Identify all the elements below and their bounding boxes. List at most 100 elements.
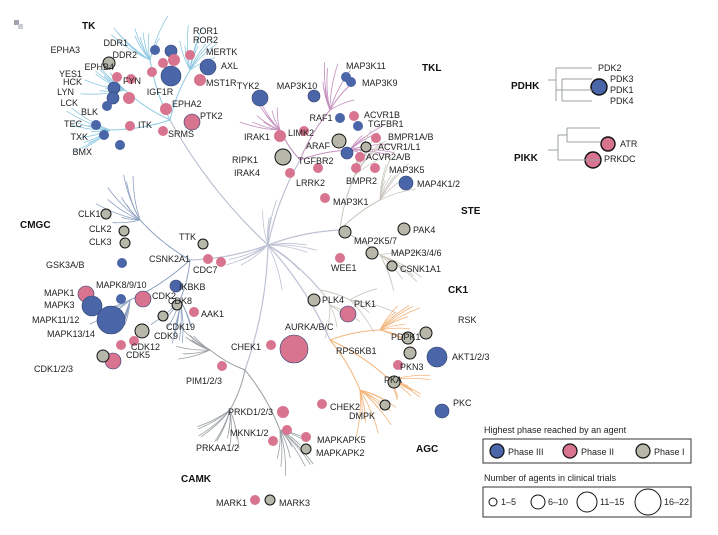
kinase-label-csnk1a1: CSNK1A1 bbox=[400, 264, 441, 274]
kinase-circle-tec bbox=[91, 120, 101, 130]
kinase-label-map3k1: MAP3K1 bbox=[333, 197, 369, 207]
kinase-circle-pdpk1 bbox=[401, 331, 415, 345]
core-twig-8 bbox=[262, 210, 269, 246]
kinase-label-map2k3-4-6: MAP2K3/4/6 bbox=[391, 248, 442, 258]
kinome-branches bbox=[66, 15, 431, 476]
phase1-swatch bbox=[635, 443, 651, 459]
twig-tk-1-7 bbox=[142, 32, 151, 61]
kinase-label-epha2: EPHA2 bbox=[172, 99, 202, 109]
kinase-circle-cdk1-2-3 bbox=[96, 349, 110, 363]
phase3-legend-label: Phase III bbox=[508, 447, 544, 457]
kinase-label-pak4: PAK4 bbox=[413, 225, 435, 235]
kinase-label-araf: ARAF bbox=[306, 141, 331, 151]
kinase-circle-txk bbox=[99, 130, 109, 140]
kinase-circle-chek2 bbox=[317, 399, 327, 409]
branch-camk-1 bbox=[244, 369, 281, 431]
trunk-tk bbox=[169, 119, 269, 246]
kinase-circle-cdc7 bbox=[216, 257, 226, 267]
twig-tk-3-10 bbox=[69, 124, 111, 131]
twig-ste-0-6 bbox=[379, 164, 387, 201]
kinase-circle-cdk19 bbox=[157, 310, 169, 322]
phase2-legend-label: Phase II bbox=[581, 447, 614, 457]
twig-tkl-0-5 bbox=[329, 84, 351, 111]
twig-camk-1-10 bbox=[279, 429, 283, 467]
twig-ck1-0-0 bbox=[349, 299, 374, 333]
kinase-label-itk: ITK bbox=[138, 120, 152, 130]
kinase-circle-ptk2 bbox=[183, 113, 201, 131]
branch-tk-1 bbox=[149, 59, 171, 121]
kinase-circle-ephb4 bbox=[147, 67, 157, 77]
kinase-label-pkc: PKC bbox=[453, 398, 472, 408]
kinase-circle-map3k1 bbox=[320, 193, 330, 203]
twig-tkl-2-4 bbox=[271, 110, 281, 131]
twig-ste-1-6 bbox=[379, 254, 393, 284]
twig-ck1-0-1 bbox=[349, 288, 378, 301]
kinase-circle-clk1 bbox=[100, 208, 112, 220]
kinase-circle-lrrk2 bbox=[313, 163, 323, 173]
kinase-label-prkdc: PRKDC bbox=[604, 154, 636, 164]
branch-tkl-0 bbox=[299, 109, 331, 161]
kinase-circle-gsk3a-b bbox=[117, 258, 127, 268]
kinase-circle-pkn3 bbox=[393, 360, 403, 370]
kinase-label-clk3: CLK3 bbox=[89, 237, 112, 247]
core-twig-4 bbox=[267, 244, 300, 269]
twig-ste-0-0 bbox=[379, 163, 409, 201]
twig-tk-0-9 bbox=[99, 68, 126, 91]
kinase-circle-ror2 bbox=[168, 54, 180, 66]
branch-ste-2 bbox=[339, 174, 356, 231]
kinase-circle-mapk13-14 bbox=[134, 323, 150, 339]
kinase-circle-aurka-b-c bbox=[279, 334, 309, 364]
kinase-label-mertk: MERTK bbox=[206, 47, 237, 57]
kinase-circle-mknk1-2 bbox=[282, 425, 292, 435]
kinase-label-akt1-2-3: AKT1/2/3 bbox=[452, 352, 490, 362]
kinase-label-lck: LCK bbox=[60, 98, 78, 108]
twig-tkl-1-1 bbox=[349, 148, 395, 154]
kinase-label-lyn: LYN bbox=[57, 87, 74, 97]
kinase-label-mapk11-12: MAPK11/12 bbox=[32, 315, 79, 325]
kinase-circle-akt1-2-3 bbox=[426, 346, 448, 368]
family-label-pikk: PIKK bbox=[514, 153, 539, 164]
twig-tk-2-0 bbox=[186, 25, 191, 71]
kinase-circle-mst1r bbox=[194, 74, 206, 86]
phase-legend-title: Highest phase reached by an agent bbox=[484, 425, 627, 435]
family-label-ck1: CK1 bbox=[448, 285, 468, 296]
branch-agc-0 bbox=[329, 329, 381, 341]
kinase-circle-fyn bbox=[126, 74, 136, 84]
twig-camk-1-0 bbox=[279, 429, 291, 459]
kinase-label-pdk1: PDK1 bbox=[610, 85, 634, 95]
kinase-circle-mapk8-9-10 bbox=[116, 294, 126, 304]
twig-ste-1-7 bbox=[379, 254, 414, 276]
family-label-pdhk: PDHK bbox=[511, 81, 540, 92]
kinase-label-bmpr1a-b: BMPR1A/B bbox=[388, 132, 434, 142]
core-twig-13 bbox=[267, 217, 272, 246]
kinase-circle-raf1 bbox=[335, 113, 345, 123]
kinase-label-fyn: FYN bbox=[123, 76, 141, 86]
branch-camk-2 bbox=[209, 349, 246, 371]
kinase-circle-igf1r bbox=[160, 65, 182, 87]
core-twig-6 bbox=[240, 244, 269, 266]
branch-camk-0 bbox=[229, 369, 246, 411]
twig-camk-0-5 bbox=[197, 409, 231, 427]
family-label-agc: AGC bbox=[416, 444, 438, 455]
size-16-22-label: 16–22 bbox=[664, 497, 689, 507]
kinase-circle-epha3 bbox=[102, 56, 116, 70]
twig-tkl-0-2 bbox=[329, 85, 350, 111]
trunk-agc bbox=[267, 244, 331, 341]
kinase-label-mapkapk5: MAPKAPK5 bbox=[317, 435, 366, 445]
kinase-label-irak4: IRAK4 bbox=[234, 168, 260, 178]
kinase-label-wee1: WEE1 bbox=[331, 263, 357, 273]
twig-camk-2-3 bbox=[176, 345, 211, 351]
family-label-camk: CAMK bbox=[181, 474, 212, 485]
kinase-label-srms: SRMS bbox=[168, 129, 194, 139]
kinase-circle-ddr1 bbox=[150, 45, 160, 55]
twig-cmgc-0-8 bbox=[121, 197, 141, 221]
kinase-label-cdk12: CDK12 bbox=[131, 342, 160, 352]
phase1-legend-label: Phase I bbox=[654, 447, 685, 457]
twig-agc-0-4 bbox=[379, 327, 411, 331]
kinase-label-tec: TEC bbox=[64, 119, 83, 129]
kinase-label-mark1: MARK1 bbox=[216, 498, 247, 508]
kinase-circle-cdk12 bbox=[116, 340, 126, 350]
twig-tk-1-10 bbox=[111, 34, 151, 61]
kinase-label-ddr2: DDR2 bbox=[112, 50, 137, 60]
